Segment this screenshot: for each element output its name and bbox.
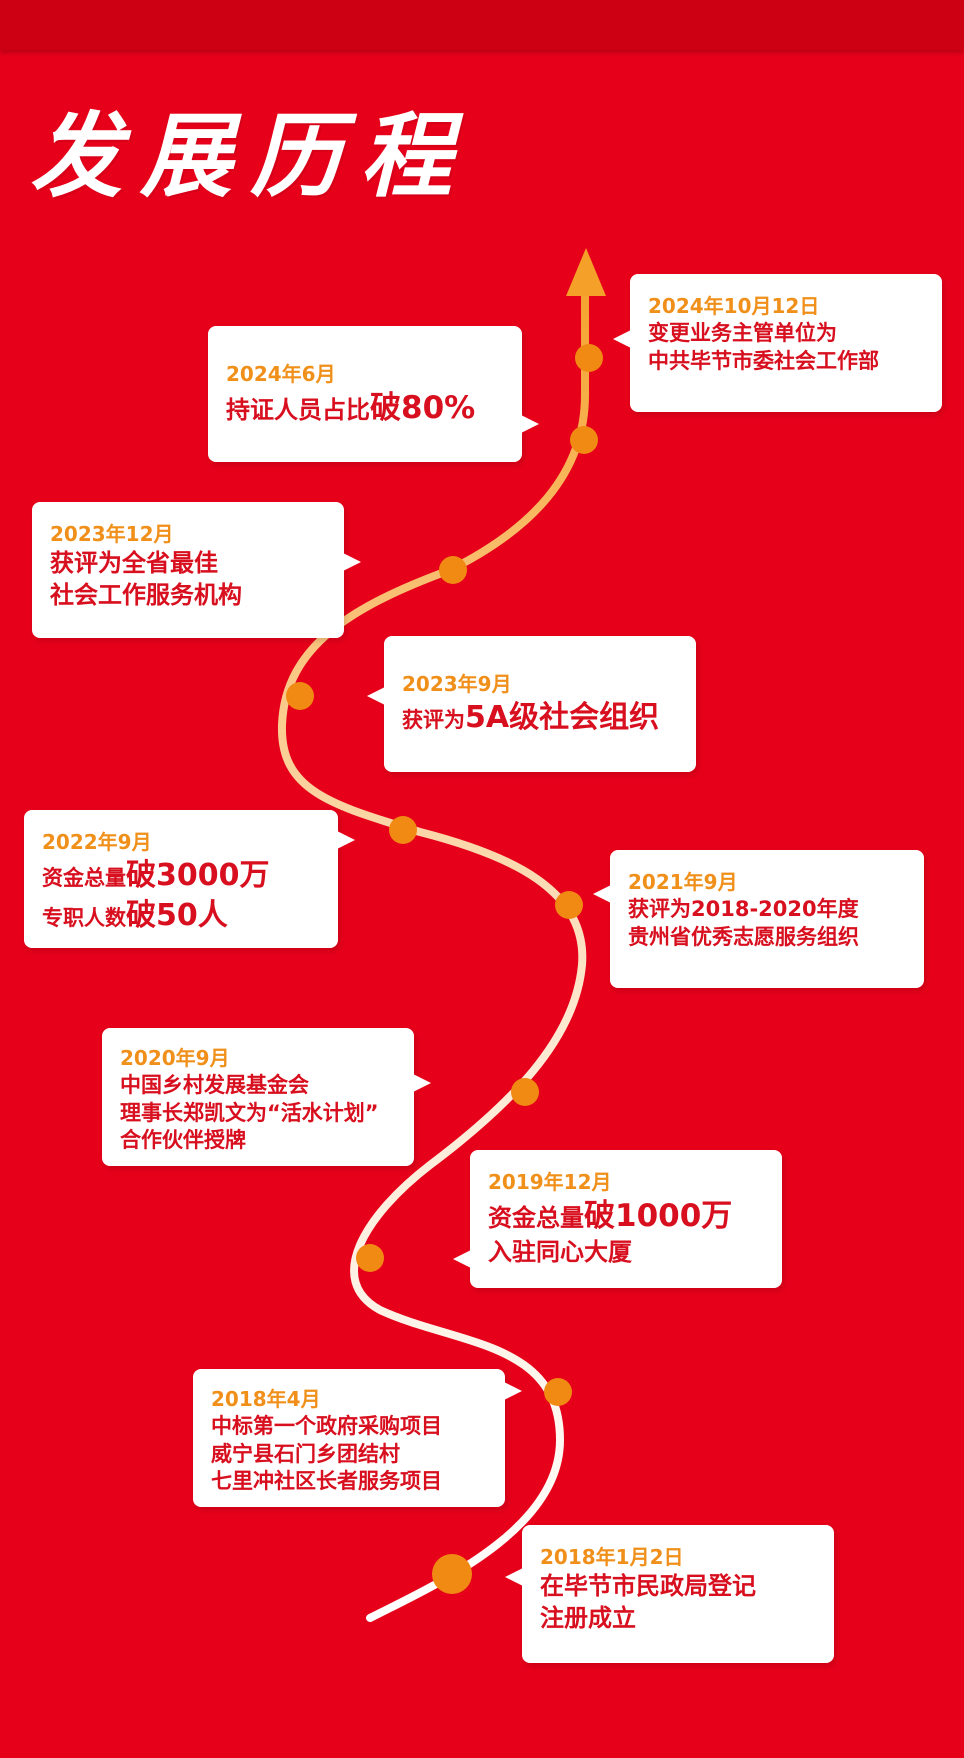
event-line: 社会工作服务机构 <box>50 580 242 609</box>
event-line: 变更业务主管单位为 <box>648 321 837 345</box>
event-line: 入驻同心大厦 <box>488 1237 632 1266</box>
event-card-2023-12: 2023年12月 获评为全省最佳 社会工作服务机构 <box>32 502 361 638</box>
event-line: 合作伙伴授牌 <box>120 1128 246 1153</box>
timeline-dot <box>389 816 417 844</box>
event-card-2024-10: 2024年10月12日 变更业务主管单位为 中共毕节市委社会工作部 <box>613 274 942 412</box>
event-line: 资金总量破1000万 <box>488 1198 733 1234</box>
event-highlight: 破1000万 <box>584 1198 733 1234</box>
event-line: 中标第一个政府采购项目 <box>211 1414 442 1438</box>
event-card-2020-09: 2020年9月 中国乡村发展基金会 理事长郑凯文为“活水计划” 合作伙伴授牌 <box>102 1028 431 1166</box>
timeline-dots <box>286 344 603 1594</box>
event-card-2021-09: 2021年9月 获评为2018-2020年度 贵州省优秀志愿服务组织 <box>593 850 924 988</box>
event-line: 七里冲社区长者服务项目 <box>211 1469 442 1494</box>
event-line: 注册成立 <box>540 1603 636 1632</box>
event-card-2022-09: 2022年9月 资金总量破3000万 专职人数破50人 <box>24 810 355 948</box>
event-card-2018-01: 2018年1月2日 在毕节市民政局登记 注册成立 <box>505 1525 834 1663</box>
event-date: 2018年1月2日 <box>540 1545 684 1569</box>
event-date: 2024年10月12日 <box>648 294 820 318</box>
event-line: 贵州省优秀志愿服务组织 <box>628 924 859 949</box>
timeline-dot <box>575 344 603 372</box>
event-date: 2021年9月 <box>628 870 738 894</box>
event-line: 理事长郑凯文为“活水计划” <box>120 1100 379 1125</box>
timeline-dot <box>439 556 467 584</box>
event-card-2024-06: 2024年6月 持证人员占比破80% <box>208 326 539 462</box>
event-line: 专职人数破50人 <box>42 897 228 933</box>
event-date: 2018年4月 <box>211 1387 321 1411</box>
event-line: 威宁县石门乡团结村 <box>211 1441 400 1466</box>
timeline-dot <box>555 891 583 919</box>
event-line: 持证人员占比破80% <box>226 390 476 426</box>
event-date: 2024年6月 <box>226 362 336 386</box>
event-date: 2022年9月 <box>42 830 152 854</box>
top-band <box>0 0 964 50</box>
event-card-2018-04: 2018年4月 中标第一个政府采购项目 威宁县石门乡团结村 七里冲社区长者服务项… <box>193 1369 522 1507</box>
event-line: 中共毕节市委社会工作部 <box>648 348 879 373</box>
event-highlight: 破3000万 <box>126 858 270 893</box>
event-card-2023-09: 2023年9月 获评为5A级社会组织 <box>367 636 696 772</box>
event-line: 获评为5A级社会组织 <box>402 700 660 735</box>
event-line: 中国乡村发展基金会 <box>120 1073 309 1097</box>
event-date: 2019年12月 <box>488 1170 612 1194</box>
page-title: 发展历程 <box>30 102 471 210</box>
timeline-dot <box>570 426 598 454</box>
event-line: 在毕节市民政局登记 <box>540 1572 756 1600</box>
event-highlight: 破80% <box>370 390 476 426</box>
event-date: 2023年9月 <box>402 672 512 696</box>
event-highlight: 5A级社会组织 <box>465 700 660 735</box>
timeline-dot <box>286 682 314 710</box>
event-line: 获评为全省最佳 <box>50 549 218 577</box>
timeline-dot <box>544 1378 572 1406</box>
event-date: 2023年12月 <box>50 522 174 546</box>
timeline-dot <box>432 1554 472 1594</box>
event-card-2019-12: 2019年12月 资金总量破1000万 入驻同心大厦 <box>453 1150 782 1288</box>
timeline-arrowhead <box>566 248 606 296</box>
event-date: 2020年9月 <box>120 1046 230 1070</box>
event-highlight: 破50人 <box>126 897 228 933</box>
timeline-dot <box>356 1244 384 1272</box>
event-line: 获评为2018-2020年度 <box>628 897 859 921</box>
event-line: 资金总量破3000万 <box>42 858 270 893</box>
timeline-dot <box>511 1078 539 1106</box>
